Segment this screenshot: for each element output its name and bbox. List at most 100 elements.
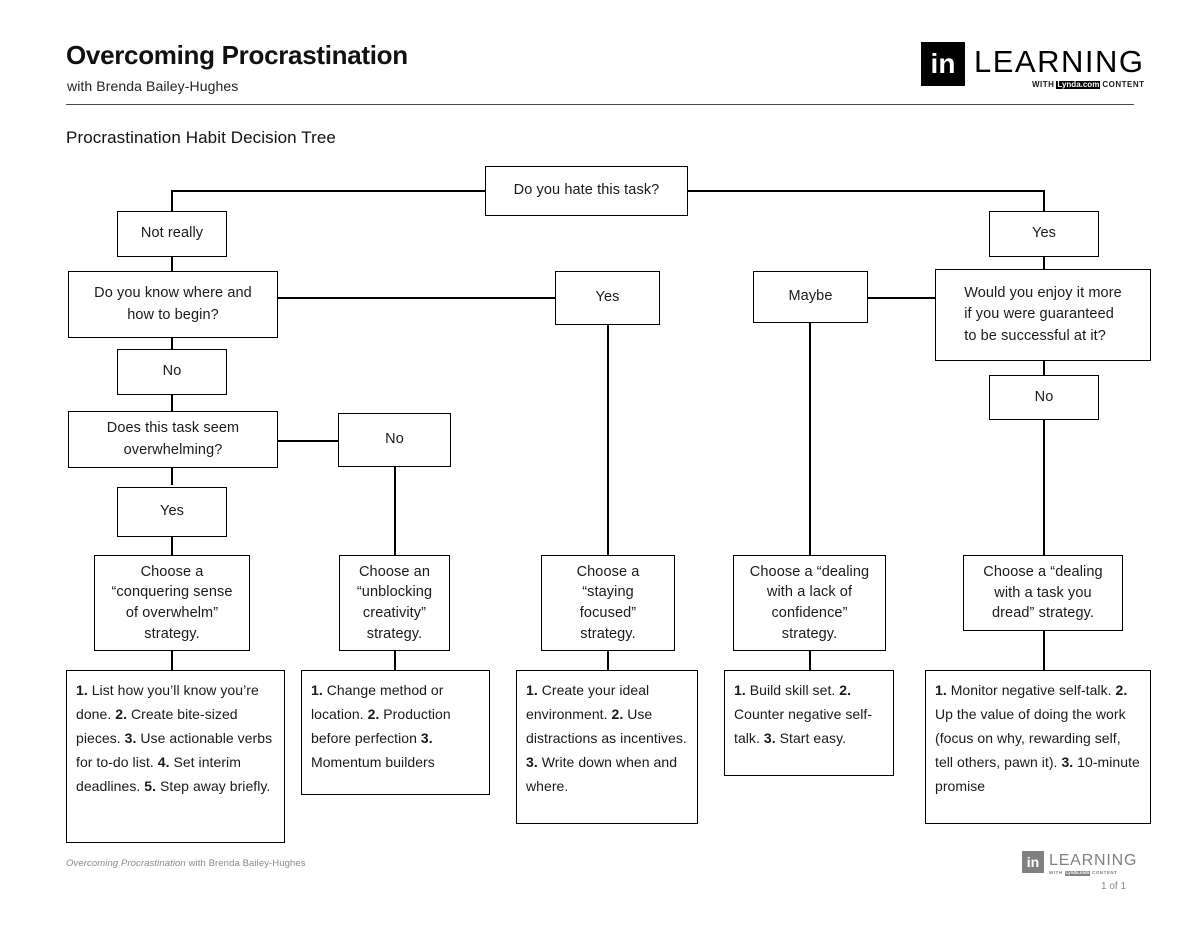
node-strategy-lack-of-confidence[interactable]: Choose a “dealing with a lack of confide…	[733, 555, 886, 651]
list-item-text: Create bite-sized pieces.	[76, 706, 238, 747]
list-item: 4. Set interim deadlines.	[76, 754, 241, 794]
node-root[interactable]: Do you hate this task?	[485, 166, 688, 216]
edge-maybe-strategy4	[809, 322, 811, 557]
list-item-number: 5.	[144, 778, 157, 795]
list-item-number: 1.	[311, 682, 323, 698]
edge-strategy2-list2	[394, 650, 396, 670]
footer-logo-wordmark-group: LEARNING WITH Lynda.com CONTENT	[1049, 851, 1137, 876]
linkedin-learning-logo: in LEARNING WITH Lynda.com CONTENT	[921, 42, 1144, 89]
list-item-text: Write down when and where.	[526, 754, 678, 795]
list-item: 1. Create your ideal environment.	[526, 682, 649, 722]
list-item-text: Start easy.	[775, 730, 847, 747]
list-item-text: Counter negative self-talk.	[734, 706, 873, 747]
list-item-text: Momentum builders	[311, 754, 435, 771]
list-item-number: 2.	[367, 706, 380, 723]
list-item: 3. Start easy.	[764, 730, 846, 746]
edge-root-to-left	[172, 190, 486, 192]
edge-strategy3-list3	[607, 650, 609, 670]
node-no-unblock[interactable]: No	[338, 413, 451, 467]
list-item: 2. Up the value of doing the work (focus…	[935, 682, 1127, 770]
list-item: 3. Momentum builders	[311, 730, 435, 770]
node-yes-top[interactable]: Yes	[989, 211, 1099, 257]
edge-strategy1-list1	[171, 650, 173, 670]
list-box-unblocking-creativity[interactable]: 1. Change method or location. 2. Product…	[301, 670, 490, 795]
edge-notreally-knowbegin	[171, 256, 173, 272]
page-title: Overcoming Procrastination	[66, 40, 408, 70]
logo-tagline-content: CONTENT	[1102, 80, 1145, 89]
list-item-number: 1.	[734, 682, 746, 698]
edge-drop-yes-top	[1043, 190, 1045, 212]
footer-logo-tagline-brand: Lynda.com	[1064, 870, 1091, 876]
list-item: 2. Counter negative self-talk.	[734, 682, 872, 746]
list-item: 3. 10-minute promise	[935, 754, 1140, 794]
list-item-number: 3.	[1061, 754, 1074, 771]
list-item-text: List how you’ll know you’re done.	[76, 682, 259, 723]
list-item-number: 1.	[935, 682, 947, 698]
learning-wordmark: LEARNING	[974, 44, 1145, 79]
node-would-you-enjoy[interactable]: Would you enjoy it more if you were guar…	[935, 269, 1151, 361]
edge-strategy5-list5	[1043, 630, 1045, 670]
footer-linkedin-learning-logo: in LEARNING WITH Lynda.com CONTENT	[1022, 851, 1137, 876]
list-item-text: 10-minute promise	[935, 754, 1140, 795]
list-item: 2. Production before perfection	[311, 706, 451, 746]
page-number: 1 of 1	[1101, 881, 1127, 892]
section-title: Procrastination Habit Decision Tree	[66, 128, 336, 147]
edge-noleft-overwhelm	[171, 395, 173, 411]
edge-enjoymore-noright	[1043, 361, 1045, 377]
node-strategy-staying-focused[interactable]: Choose a “staying focused” strategy.	[541, 555, 675, 651]
node-strategy-conquering-overwhelm[interactable]: Choose a “conquering sense of overwhelm”…	[94, 555, 250, 651]
list-item-number: 3.	[420, 730, 433, 747]
list-box-conquering-overwhelm[interactable]: 1. List how you’ll know you’re done. 2. …	[66, 670, 285, 843]
list-item-number: 3.	[526, 754, 538, 771]
edge-strategy4-list4	[809, 650, 811, 670]
logo-tagline-with: WITH	[1031, 80, 1055, 89]
footer-learning-wordmark: LEARNING	[1049, 852, 1138, 869]
list-item-text: Production before perfection	[311, 706, 451, 747]
list-box-task-you-dread[interactable]: 1. Monitor negative self-talk. 2. Up the…	[925, 670, 1151, 824]
list-item: 3. Use actionable verbs for to-do list.	[76, 730, 272, 770]
page-subtitle: with Brenda Bailey-Hughes	[67, 78, 239, 94]
footer-logo-tagline-with: WITH	[1049, 870, 1063, 875]
logo-wordmark-group: LEARNING WITH Lynda.com CONTENT	[974, 42, 1144, 89]
node-do-you-know-where[interactable]: Do you know where and how to begin?	[68, 271, 278, 338]
list-item-text: Set interim deadlines.	[76, 754, 241, 795]
node-strategy-unblocking-creativity[interactable]: Choose an “unblocking creativity” strate…	[339, 555, 450, 651]
node-maybe[interactable]: Maybe	[753, 271, 868, 323]
edge-yestop-enjoymore	[1043, 256, 1045, 269]
node-strategy-task-you-dread[interactable]: Choose a “dealing with a task you dread”…	[963, 555, 1123, 631]
footer-linkedin-in-icon: in	[1022, 851, 1044, 873]
list-box-staying-focused[interactable]: 1. Create your ideal environment. 2. Use…	[516, 670, 698, 824]
edge-knowbegin-yesmid	[277, 297, 556, 299]
footer-logo-tagline: WITH Lynda.com CONTENT	[1049, 870, 1137, 876]
node-no-right[interactable]: No	[989, 375, 1099, 420]
list-item-number: 4.	[157, 754, 170, 771]
node-yes-mid[interactable]: Yes	[555, 271, 660, 325]
edge-noright-strategy5	[1043, 420, 1045, 558]
list-item: 2. Create bite-sized pieces.	[76, 706, 238, 746]
footer-course-label: Overcoming Procrastination with Brenda B…	[66, 858, 306, 869]
list-box-lack-of-confidence[interactable]: 1. Build skill set. 2. Counter negative …	[724, 670, 894, 776]
list-item: 1. Monitor negative self-talk.	[935, 682, 1116, 698]
edge-yesleft-strategy1	[171, 537, 173, 555]
logo-tagline: WITH Lynda.com CONTENT	[974, 81, 1144, 89]
footer-logo-tagline-content: CONTENT	[1092, 870, 1118, 875]
node-does-task-overwhelm[interactable]: Does this task seem overwhelming?	[68, 411, 278, 468]
node-yes-left[interactable]: Yes	[117, 487, 227, 537]
list-item-text: Up the value of doing the work (focus on…	[935, 706, 1126, 771]
list-item-number: 2.	[839, 682, 852, 698]
footer-course-title: Overcoming Procrastination	[66, 858, 186, 869]
list-item: 1. List how you’ll know you’re done.	[76, 682, 259, 722]
list-item-number: 1.	[76, 682, 88, 698]
list-item-text: Change method or location.	[311, 682, 444, 723]
list-item-number: 3.	[124, 730, 137, 747]
list-item-text: Use distractions as incentives.	[526, 706, 687, 747]
edge-root-to-right	[687, 190, 1044, 192]
node-no-left[interactable]: No	[117, 349, 227, 395]
node-not-really[interactable]: Not really	[117, 211, 227, 257]
edge-drop-not-really	[171, 190, 173, 212]
header-divider	[66, 104, 1134, 105]
list-item-text: Monitor negative self-talk.	[946, 682, 1112, 698]
edge-nounblock-strategy2	[394, 467, 396, 557]
list-item: 2. Use distractions as incentives.	[526, 706, 687, 746]
